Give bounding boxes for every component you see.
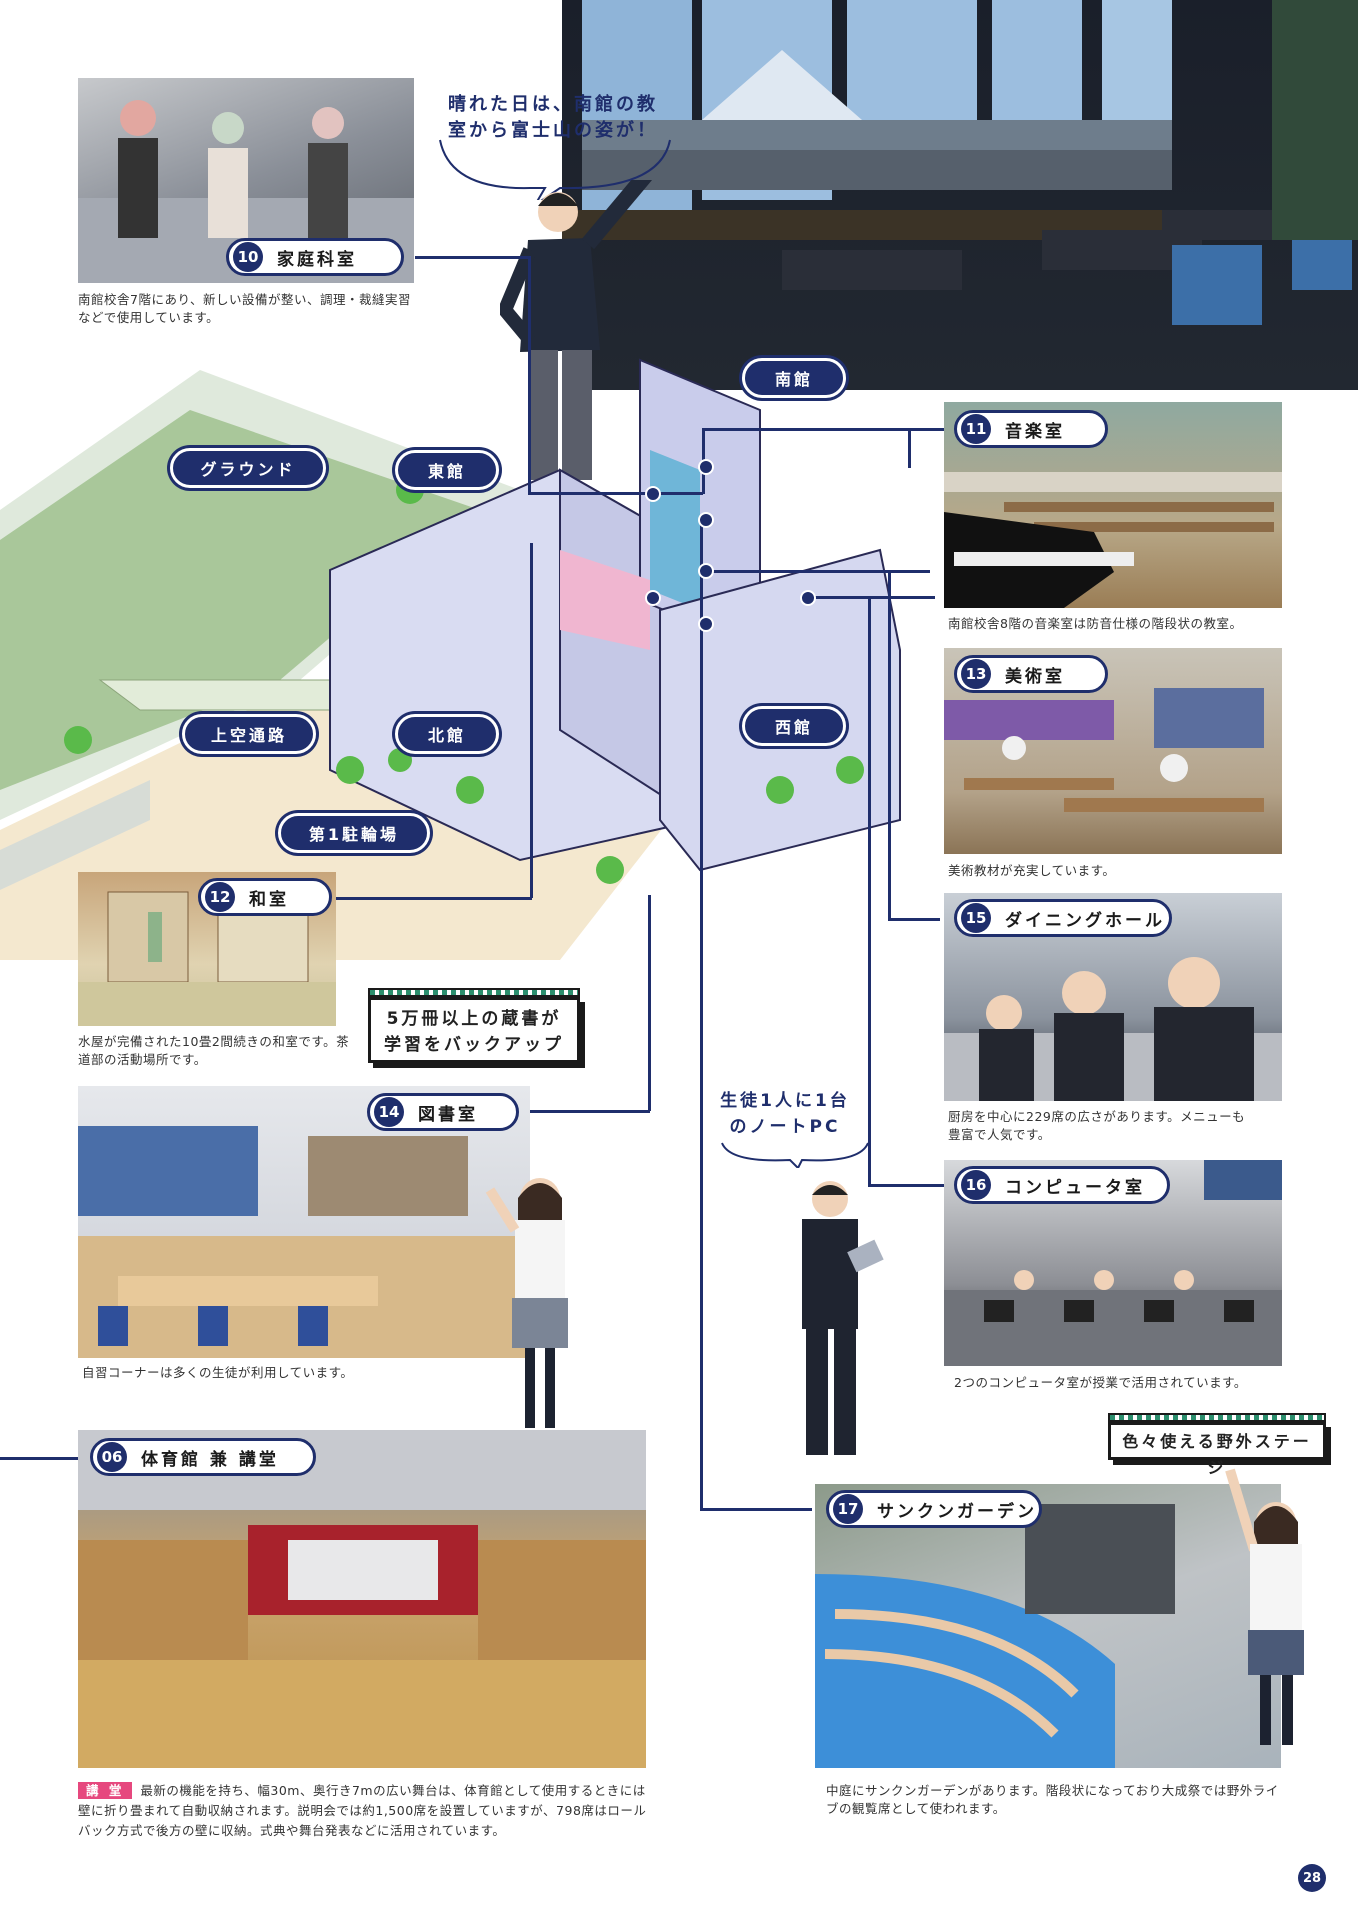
pc-note-bracket xyxy=(721,1142,869,1168)
connector-line xyxy=(330,897,532,900)
student-waving-illustration xyxy=(485,1178,568,1428)
gym-auditorium-photo xyxy=(78,1430,646,1768)
library-callout: 5万冊以上の蔵書が学習をバックアップ xyxy=(368,988,580,1063)
room-label-12[interactable]: 12 和室 xyxy=(198,878,332,916)
building-label-east[interactable]: 東館 xyxy=(395,450,499,490)
room-caption-16: 2つのコンピュータ室が授業で活用されています。 xyxy=(954,1375,1247,1390)
building-label-south[interactable]: 南館 xyxy=(742,358,846,398)
room-name: 美術室 xyxy=(1005,666,1065,687)
room-label-15[interactable]: 15 ダイニングホール xyxy=(954,899,1172,937)
speech-bubble-outline xyxy=(439,139,671,200)
room-number: 15 xyxy=(961,903,991,933)
callout-stripe xyxy=(368,988,580,997)
connector-line xyxy=(648,895,651,1111)
sunken-garden-photo xyxy=(815,1484,1281,1768)
location-dot xyxy=(698,459,714,475)
room-label-06[interactable]: 06 体育館 兼 講堂 xyxy=(90,1438,316,1476)
room-label-10[interactable]: 10 家庭科室 xyxy=(226,238,404,276)
connector-line xyxy=(868,596,871,1186)
callout-stripe xyxy=(1108,1413,1326,1422)
connector-line xyxy=(700,520,703,1510)
location-dot xyxy=(698,616,714,632)
room-number: 06 xyxy=(97,1442,127,1472)
student-with-laptop-illustration xyxy=(802,1181,884,1455)
page-number: 28 xyxy=(1298,1864,1326,1892)
campus-illustration xyxy=(0,358,901,960)
connector-line xyxy=(888,918,940,921)
location-dot xyxy=(698,512,714,528)
room-caption-10: 南館校舎7階にあり、新しい設備が整い、調理・裁縫実習などで使用しています。 xyxy=(78,292,411,325)
room-name: 和室 xyxy=(249,889,289,910)
room-label-17[interactable]: 17 サンクンガーデン xyxy=(826,1490,1042,1528)
room-label-16[interactable]: 16 コンピュータ室 xyxy=(954,1166,1170,1204)
connector-line xyxy=(700,1508,812,1511)
art-room-photo xyxy=(944,648,1282,854)
room-name: 図書室 xyxy=(418,1104,478,1125)
outdoor-stage-callout: 色々使える野外ステージ xyxy=(1108,1413,1326,1477)
library-callout-text: 5万冊以上の蔵書が学習をバックアップ xyxy=(384,1009,564,1055)
room-number: 14 xyxy=(374,1097,404,1127)
connector-line xyxy=(415,256,530,259)
connector-line xyxy=(888,570,891,920)
location-dot xyxy=(698,563,714,579)
room-caption-14: 自習コーナーは多くの生徒が利用しています。 xyxy=(82,1365,354,1380)
room-number: 12 xyxy=(205,882,235,912)
connector-line xyxy=(520,1110,650,1113)
building-label-ground[interactable]: グラウンド xyxy=(170,448,326,488)
room-name: サンクンガーデン xyxy=(877,1501,1037,1522)
room-number: 13 xyxy=(961,659,991,689)
student-pointing-illustration xyxy=(500,180,653,480)
outdoor-stage-callout-text: 色々使える野外ステージ xyxy=(1122,1432,1312,1477)
room-name: コンピュータ室 xyxy=(1005,1177,1145,1198)
room-caption-06: 講 堂最新の機能を持ち、幅30m、奥行き7mの広い舞台は、体育館として使用すると… xyxy=(78,1781,658,1841)
room-number: 11 xyxy=(961,414,991,444)
room-caption-17: 中庭にサンクンガーデンがあります。階段状になっており大成祭では野外ライブの観覧席… xyxy=(826,1783,1279,1816)
connector-line xyxy=(908,428,911,468)
room-caption-11: 南館校舎8階の音楽室は防音仕様の階段状の教室。 xyxy=(948,616,1243,631)
connector-line xyxy=(530,543,533,898)
fuji-speech-text: 晴れた日は、南館の教室から富士山の姿が！ xyxy=(448,94,658,141)
room-label-14[interactable]: 14 図書室 xyxy=(367,1093,519,1131)
library-photo xyxy=(78,1086,530,1358)
room-label-11[interactable]: 11 音楽室 xyxy=(954,410,1108,448)
building-label-bridge[interactable]: 上空通路 xyxy=(182,714,316,754)
building-label-bike-parking[interactable]: 第1駐輪場 xyxy=(278,813,430,853)
room-caption-13: 美術教材が充実しています。 xyxy=(948,863,1116,878)
connector-line xyxy=(528,256,531,492)
location-dot xyxy=(645,486,661,502)
connector-line xyxy=(528,492,703,495)
room-number: 10 xyxy=(233,242,263,272)
room-name: 体育館 兼 講堂 xyxy=(141,1449,279,1470)
connector-line xyxy=(702,428,947,431)
room-caption-12: 水屋が完備された10畳2間続きの和室です。茶道部の活動場所です。 xyxy=(78,1034,350,1067)
location-dot xyxy=(800,590,816,606)
auditorium-caption-text: 最新の機能を持ち、幅30m、奥行き7mの広い舞台は、体育館として使用するときには… xyxy=(78,1783,647,1838)
student-cheering-illustration xyxy=(1225,1468,1304,1745)
room-name: ダイニングホール xyxy=(1005,910,1165,931)
pc-handwritten-note: 生徒1人に1台のノートPC xyxy=(720,1091,850,1137)
room-name: 家庭科室 xyxy=(277,249,357,270)
auditorium-tag: 講 堂 xyxy=(78,1782,133,1799)
building-label-north[interactable]: 北館 xyxy=(395,714,499,754)
connector-line xyxy=(0,1457,110,1460)
room-number: 17 xyxy=(833,1494,863,1524)
room-caption-15: 厨房を中心に229席の広さがあります。メニューも豊富で人気です。 xyxy=(948,1109,1246,1142)
classroom-window-photo xyxy=(562,0,1358,390)
building-label-west[interactable]: 西館 xyxy=(742,706,846,746)
connector-line xyxy=(868,1184,948,1187)
room-name: 音楽室 xyxy=(1005,421,1065,442)
room-number: 16 xyxy=(961,1170,991,1200)
location-dot xyxy=(645,590,661,606)
connector-line xyxy=(700,570,930,573)
room-label-13[interactable]: 13 美術室 xyxy=(954,655,1108,693)
